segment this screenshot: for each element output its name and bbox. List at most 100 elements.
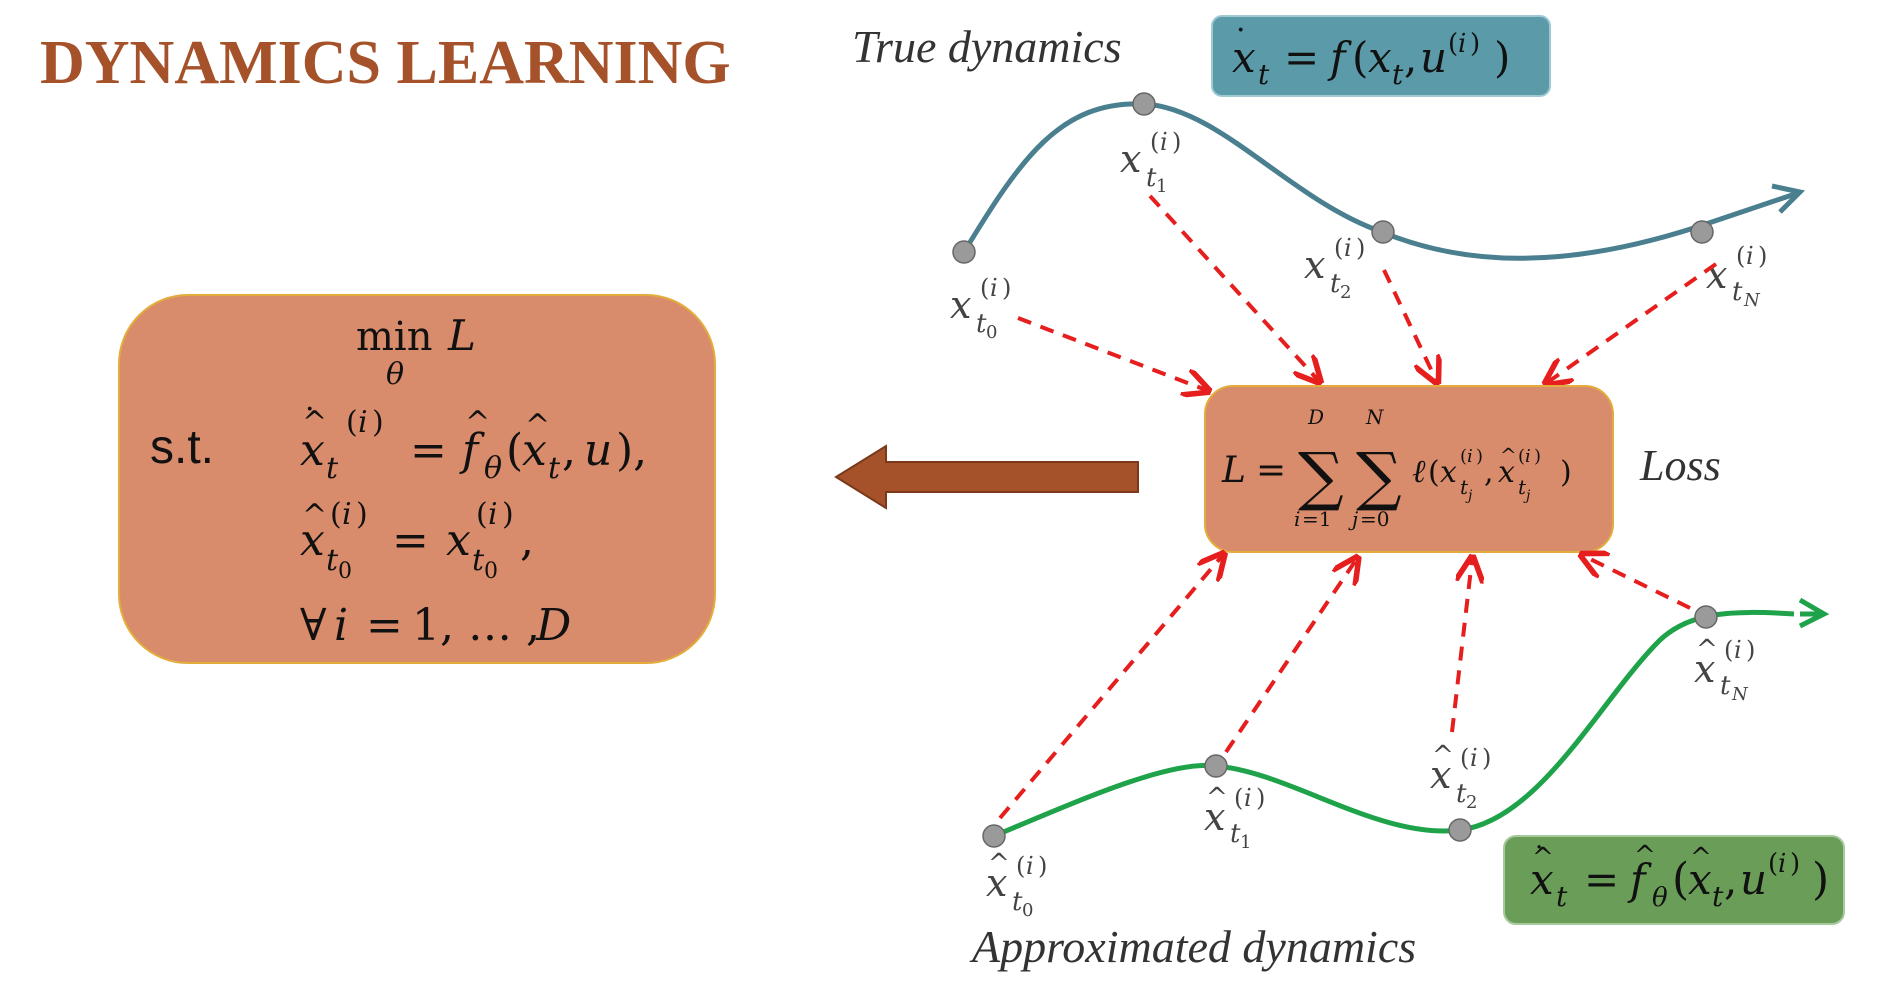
svg-text:=: = [1584,855,1619,904]
true-point-tN [1690,220,1714,244]
svg-text:x: x [300,515,325,566]
svg-text:·: · [1535,833,1543,863]
svg-text:=: = [1256,450,1286,491]
svg-text:(: ( [1448,29,1458,59]
svg-text:θ: θ [484,451,502,486]
true-point-t0 [952,240,976,264]
svg-text:^: ^ [1432,741,1454,771]
svg-text:x: x [446,515,471,566]
svg-text:=: = [366,600,403,651]
svg-text:^: ^ [302,405,327,440]
approx-point-tN [1694,605,1718,629]
svg-text:i: i [1746,242,1754,270]
svg-text:): ) [1790,849,1800,879]
svg-text:): ) [1172,128,1181,156]
approximated-dynamics-equation-box [1503,835,1845,925]
loss-caption: Loss [1639,441,1721,490]
arrow-approx-tN [1584,556,1691,610]
svg-text:(: ( [330,497,342,532]
svg-text:∑: ∑ [1356,440,1402,514]
svg-text:^: ^ [1696,635,1718,665]
arrow-true-t1 [1148,194,1318,380]
approx-point-t1 [1204,754,1228,778]
svg-text:t: t [1460,475,1469,499]
svg-text:x: x [1694,647,1715,691]
objective-formula: min L θ [356,311,476,392]
svg-text:=1: =1 [1302,507,1331,531]
svg-text:j: j [1465,488,1473,504]
svg-text:): ) [1746,636,1755,664]
approx-curve-arrowhead [1798,597,1830,629]
svg-text:=: = [1284,33,1319,82]
svg-text:): ) [1256,784,1265,812]
svg-text:^: ^ [302,498,327,533]
svg-text:(: ( [476,497,488,532]
svg-text:i: i [334,600,348,651]
svg-text:L: L [1221,450,1246,491]
svg-text:(: ( [1724,636,1733,664]
svg-text:): ) [1534,446,1541,467]
svg-text:): ) [1494,33,1510,82]
svg-text:i: i [1026,852,1034,880]
svg-text:,: , [1404,33,1417,82]
svg-text:u: u [1420,33,1447,82]
svg-text:2: 2 [1466,792,1477,813]
svg-text:x: x [1368,33,1392,82]
svg-text:^: ^ [1500,443,1517,467]
svg-text:,: , [562,425,576,476]
svg-text:): ) [1356,234,1365,262]
svg-text:x: x [522,425,547,476]
svg-text:x: x [1706,253,1727,297]
arrow-true-t0 [1017,316,1206,390]
svg-text:): ) [372,405,384,440]
svg-text:t: t [326,451,339,486]
approx-point-t2 [1448,818,1472,842]
svg-text:(: ( [1352,33,1368,82]
svg-text:=0: =0 [1360,507,1389,531]
svg-text:(: ( [1518,446,1525,467]
svg-text:·: · [1236,13,1246,48]
optimization-problem-box [118,294,716,664]
svg-text:(: ( [1768,849,1778,879]
svg-text:t: t [1456,779,1467,809]
svg-text:t: t [1330,269,1341,299]
svg-text:∑: ∑ [1298,440,1344,514]
svg-text:0: 0 [484,559,498,584]
svg-text:(: ( [1234,784,1243,812]
approximated-dynamics-curve [993,609,1795,839]
svg-text:): ) [1038,852,1047,880]
svg-text:t: t [1518,475,1527,499]
svg-text:(: ( [1460,446,1467,467]
svg-text:t: t [1712,880,1724,913]
svg-text:(: ( [1428,455,1440,490]
svg-text:L: L [447,311,476,360]
svg-text:i: i [342,497,352,532]
loss-box [1204,385,1614,553]
svg-text:i: i [1344,234,1352,262]
svg-text:i: i [1467,446,1473,467]
svg-text:x: x [1530,855,1554,904]
svg-text:^: ^ [1634,841,1656,871]
svg-text:ℓ: ℓ [1412,452,1426,490]
svg-text:(: ( [980,274,989,302]
svg-text:t: t [1556,880,1568,913]
svg-text:(: ( [1672,854,1689,905]
true-dynamics-curve [961,101,1799,261]
svg-text:),: ), [616,425,647,476]
true-dynamics-caption: True dynamics [852,21,1122,72]
svg-text:^: ^ [465,405,490,440]
true-curve-arrowhead [1771,183,1806,214]
svg-text:t: t [326,543,339,578]
svg-text:,: , [520,515,534,566]
svg-text:D: D [535,600,571,651]
svg-text:): ) [356,497,368,532]
true-point-t1 [1132,92,1156,116]
svg-text:1: 1 [1156,176,1167,197]
constraint-forall-formula: ∀ i = 1, … , D [300,600,571,651]
svg-text:θ: θ [1652,883,1668,913]
